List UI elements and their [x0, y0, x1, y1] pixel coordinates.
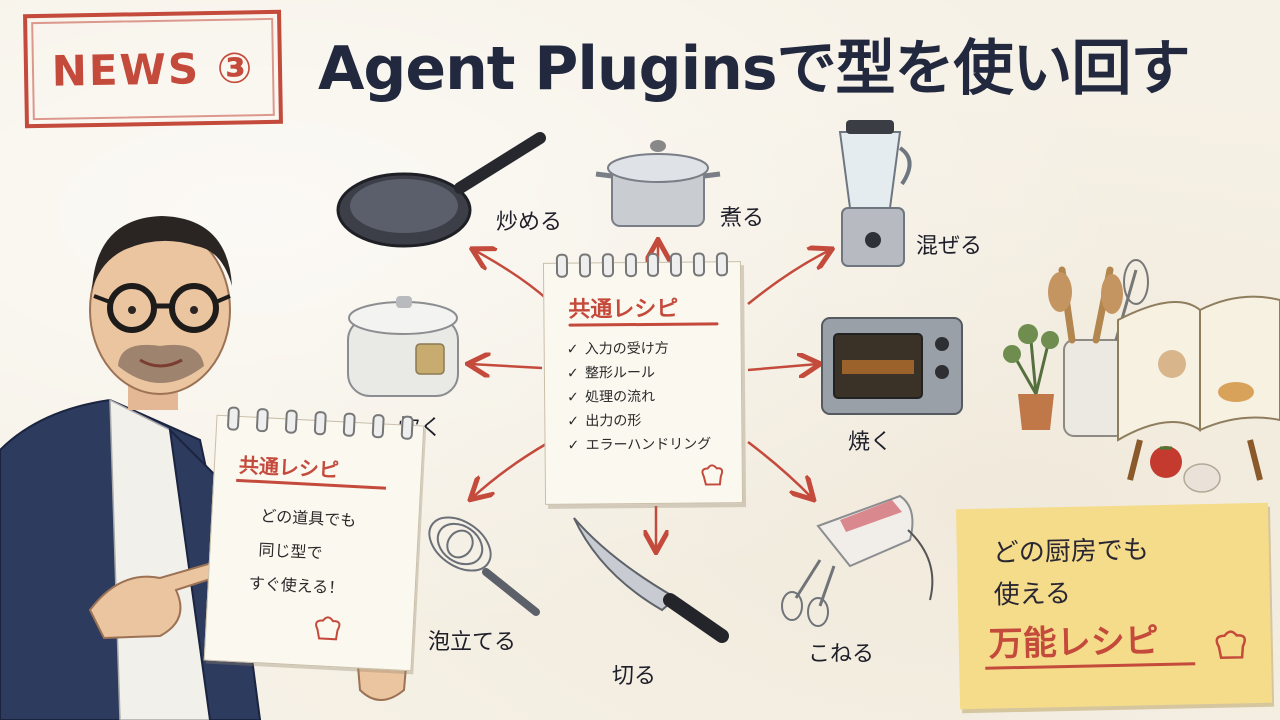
pot-icon: [595, 140, 721, 227]
whisk-icon: [428, 516, 540, 616]
card-line: どの道具でも: [259, 506, 357, 531]
frying-pan-icon: [336, 132, 546, 248]
note-line: 使える: [993, 578, 1072, 611]
cookbook-icon: [1117, 295, 1280, 481]
checklist-item: ✓入力の受け方: [567, 336, 711, 361]
notepad-rings: [555, 252, 728, 278]
label-fry: 炒める: [496, 210, 563, 235]
arrow-to-knead: [747, 441, 812, 498]
label-whisk: 泡立てる: [428, 630, 517, 655]
tomato-icon: [1150, 446, 1182, 478]
garlic-icon: [1183, 463, 1221, 493]
herb-pot-icon: [1003, 324, 1059, 430]
toaster-oven-icon: [821, 317, 963, 415]
card-line: すぐ使える！: [248, 573, 345, 598]
checklist-item: ✓整形ルール: [567, 360, 711, 385]
check-icon: ✓: [567, 389, 579, 406]
checklist-item: ✓エラーハンドリング: [567, 432, 711, 457]
label-bake: 焼く: [848, 430, 893, 455]
held-recipe-card: 共通レシピ どの道具でも 同じ型で すぐ使える！: [203, 406, 425, 672]
arrow-to-whisk: [472, 442, 547, 498]
chef-hat-icon: [1215, 630, 1246, 660]
label-knead: こねる: [808, 642, 875, 667]
blender-icon: [838, 120, 912, 267]
note-line: どの厨房でも: [992, 535, 1150, 569]
recipe-checklist: ✓入力の受け方 ✓整形ルール ✓処理の流れ ✓出力の形 ✓エラーハンドリング: [567, 336, 712, 457]
recipe-title-underline: [568, 322, 719, 327]
label-cut: 切る: [612, 664, 657, 689]
label-boil: 煮る: [720, 206, 765, 231]
checklist-item: ✓処理の流れ: [567, 384, 711, 409]
note-emphasis: 万能レシピ: [988, 621, 1160, 665]
label-mix: 混ぜる: [916, 234, 983, 259]
recipe-notepad: 共通レシピ ✓入力の受け方 ✓整形ルール ✓処理の流れ ✓出力の形 ✓エラーハン…: [542, 252, 744, 505]
card-line: 同じ型で: [258, 540, 324, 563]
arrow-to-bake: [747, 364, 818, 370]
hand-mixer-icon: [781, 494, 934, 627]
recipe-title: 共通レシピ: [568, 296, 679, 323]
headline: Agent Pluginsで型を使い回す: [318, 34, 1191, 104]
arrow-to-fry: [474, 250, 549, 301]
checklist-item: ✓出力の形: [567, 408, 711, 433]
knife-icon: [573, 517, 729, 643]
check-icon: ✓: [566, 341, 579, 358]
check-icon: ✓: [567, 437, 580, 454]
check-icon: ✓: [567, 413, 580, 430]
chef-hat-icon: [701, 464, 724, 486]
chef-hat-icon: [315, 616, 341, 641]
rice-cooker-icon: [347, 296, 459, 397]
card-title: 共通レシピ: [238, 452, 340, 483]
check-icon: ✓: [566, 365, 579, 382]
arrow-to-cook-rice: [470, 364, 543, 368]
utensil-jar-icon: [1048, 259, 1149, 437]
summary-sticky-note: どの厨房でも 使える 万能レシピ: [955, 502, 1273, 710]
arrow-to-mix: [747, 250, 830, 305]
